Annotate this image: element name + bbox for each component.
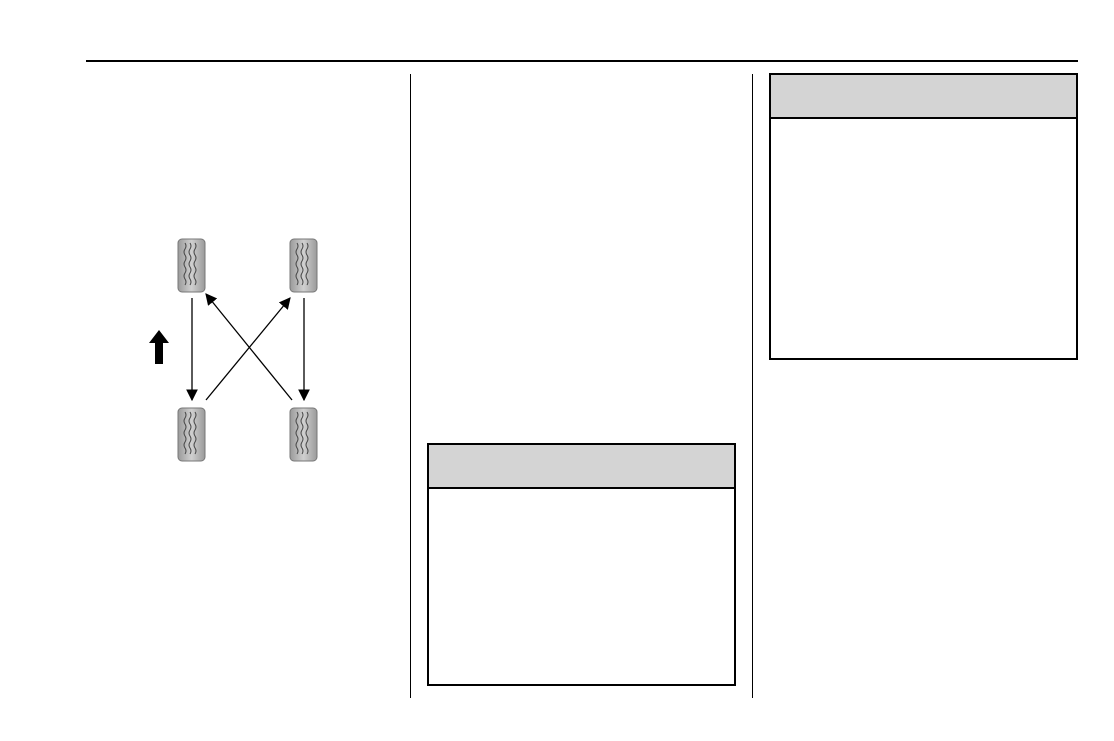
- notice-box-right: [769, 73, 1078, 360]
- arrow-icon: [205, 293, 293, 401]
- tire-icon: [289, 407, 318, 462]
- forward-arrow-icon: [149, 330, 169, 364]
- notice-header: [429, 445, 734, 489]
- notice-box-middle: [427, 443, 736, 686]
- notice-body: [429, 489, 734, 505]
- tire-icon: [289, 238, 318, 293]
- arrow-icon: [205, 297, 291, 401]
- notice-body: [771, 119, 1076, 135]
- column-divider-right: [752, 74, 753, 698]
- column-divider-left: [410, 74, 411, 698]
- tire-rotation-diagram: [149, 238, 318, 462]
- tire-icon: [177, 238, 206, 293]
- notice-header: [771, 75, 1076, 119]
- tire-icon: [177, 407, 206, 462]
- page-header-rule: [86, 60, 1078, 62]
